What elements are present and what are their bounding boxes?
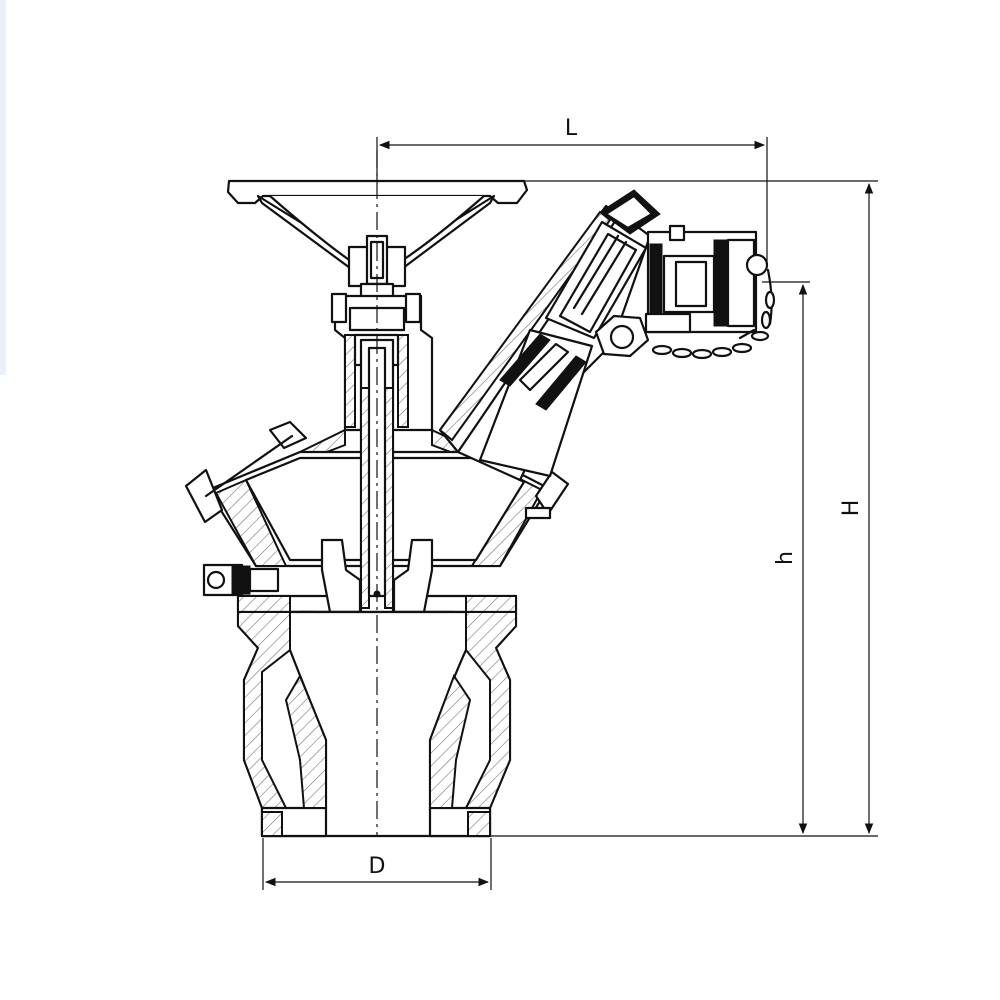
left-edge-strip — [0, 0, 6, 375]
dimension-D — [262, 838, 492, 890]
dimension-label-h-lower: h — [773, 551, 798, 565]
dimension-H — [490, 180, 878, 837]
left-flange-bolts — [184, 420, 308, 524]
right-flange-bolts — [524, 470, 570, 520]
retaining-chain — [651, 268, 776, 360]
outlet-branch — [438, 189, 661, 482]
coupling-cap — [644, 224, 769, 340]
dimension-label-h-upper: H — [839, 500, 864, 517]
dimension-label-d: D — [369, 854, 386, 879]
drain-plug — [202, 563, 280, 597]
dimension-label-l: L — [565, 116, 578, 141]
